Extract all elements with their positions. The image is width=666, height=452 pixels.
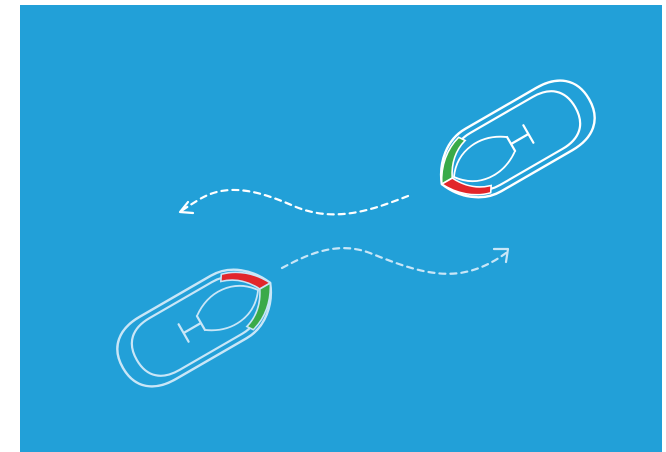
- water-background: [20, 5, 662, 452]
- boat-bottom-left: [105, 252, 288, 399]
- dashed-path-bottom: [282, 248, 506, 274]
- boat-top-right: [424, 68, 607, 215]
- dashed-path-top: [180, 190, 408, 214]
- starboard-light-bottom: [234, 283, 286, 332]
- steering-console-top: [506, 125, 533, 152]
- path-bottom: [282, 248, 508, 274]
- starboard-light-top: [426, 135, 478, 184]
- steering-console-bottom: [179, 314, 206, 341]
- path-top: [180, 190, 408, 214]
- boats-illustration: [20, 5, 662, 452]
